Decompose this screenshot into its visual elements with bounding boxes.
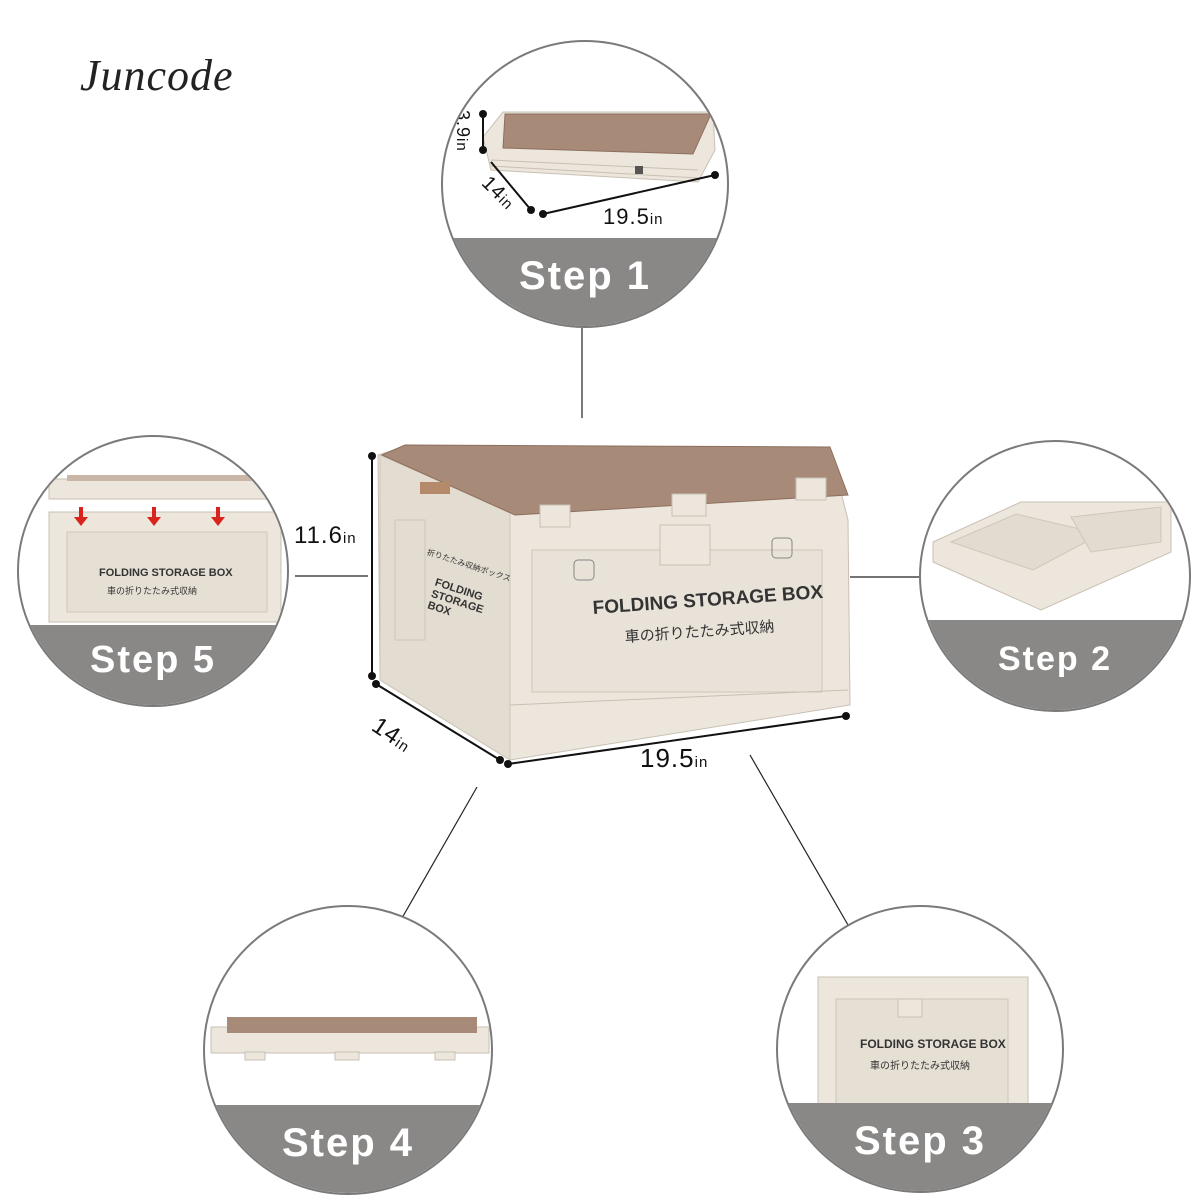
unfolded-panels-illustration xyxy=(932,501,1172,611)
step-5-box-title: FOLDING STORAGE BOX xyxy=(99,567,233,579)
down-arrow-icon xyxy=(74,507,88,526)
step-2-label: Step 2 xyxy=(997,640,1113,678)
step-3-box-title: FOLDING STORAGE BOX xyxy=(860,1037,1006,1051)
main-height-label: 11.6in xyxy=(294,522,357,549)
brand-logo: Juncode xyxy=(80,50,234,101)
step-5-label: Step 5 xyxy=(89,639,217,681)
step-4-label: Step 4 xyxy=(281,1121,415,1165)
connector-line-step3 xyxy=(749,754,849,926)
lid-placement-illustration xyxy=(48,475,282,623)
step-4-circle: Step 4 xyxy=(203,905,493,1195)
step-3-box-subtitle: 車の折りたたみ式収納 xyxy=(870,1061,970,1072)
side-folding-illustration xyxy=(817,976,1029,1128)
step-5-circle: FOLDING STORAGE BOX 車の折りたたみ式収納 Step 5 xyxy=(17,435,289,707)
step-2-circle: Step 2 xyxy=(919,440,1191,712)
folded-height-label: 3.9in xyxy=(453,110,473,152)
down-arrow-icon xyxy=(211,507,225,526)
step-5-band: Step 5 xyxy=(19,625,287,705)
flat-lid-illustration xyxy=(210,1017,490,1061)
step-3-label: Step 3 xyxy=(853,1119,987,1163)
step-3-circle: FOLDING STORAGE BOX 車の折りたたみ式収納 Step 3 xyxy=(776,905,1064,1193)
connector-line-step4 xyxy=(401,786,478,919)
down-arrow-icon xyxy=(147,507,161,526)
step-5-box-subtitle: 車の折りたたみ式収納 xyxy=(107,587,198,597)
brand-logo-text: Juncode xyxy=(80,51,234,100)
folded-width-label: 19.5in xyxy=(603,204,664,229)
folded-box-illustration xyxy=(479,110,719,218)
step-3-band: Step 3 xyxy=(778,1103,1062,1191)
step-2-band: Step 2 xyxy=(921,620,1189,710)
step-4-band: Step 4 xyxy=(205,1105,491,1193)
step-1-label: Step 1 xyxy=(518,254,652,298)
main-width-label: 19.5in xyxy=(640,743,709,773)
step-1-band: Step 1 xyxy=(443,238,727,326)
step-1-circle: 3.9in 14in 19.5in Step 1 xyxy=(441,40,729,328)
